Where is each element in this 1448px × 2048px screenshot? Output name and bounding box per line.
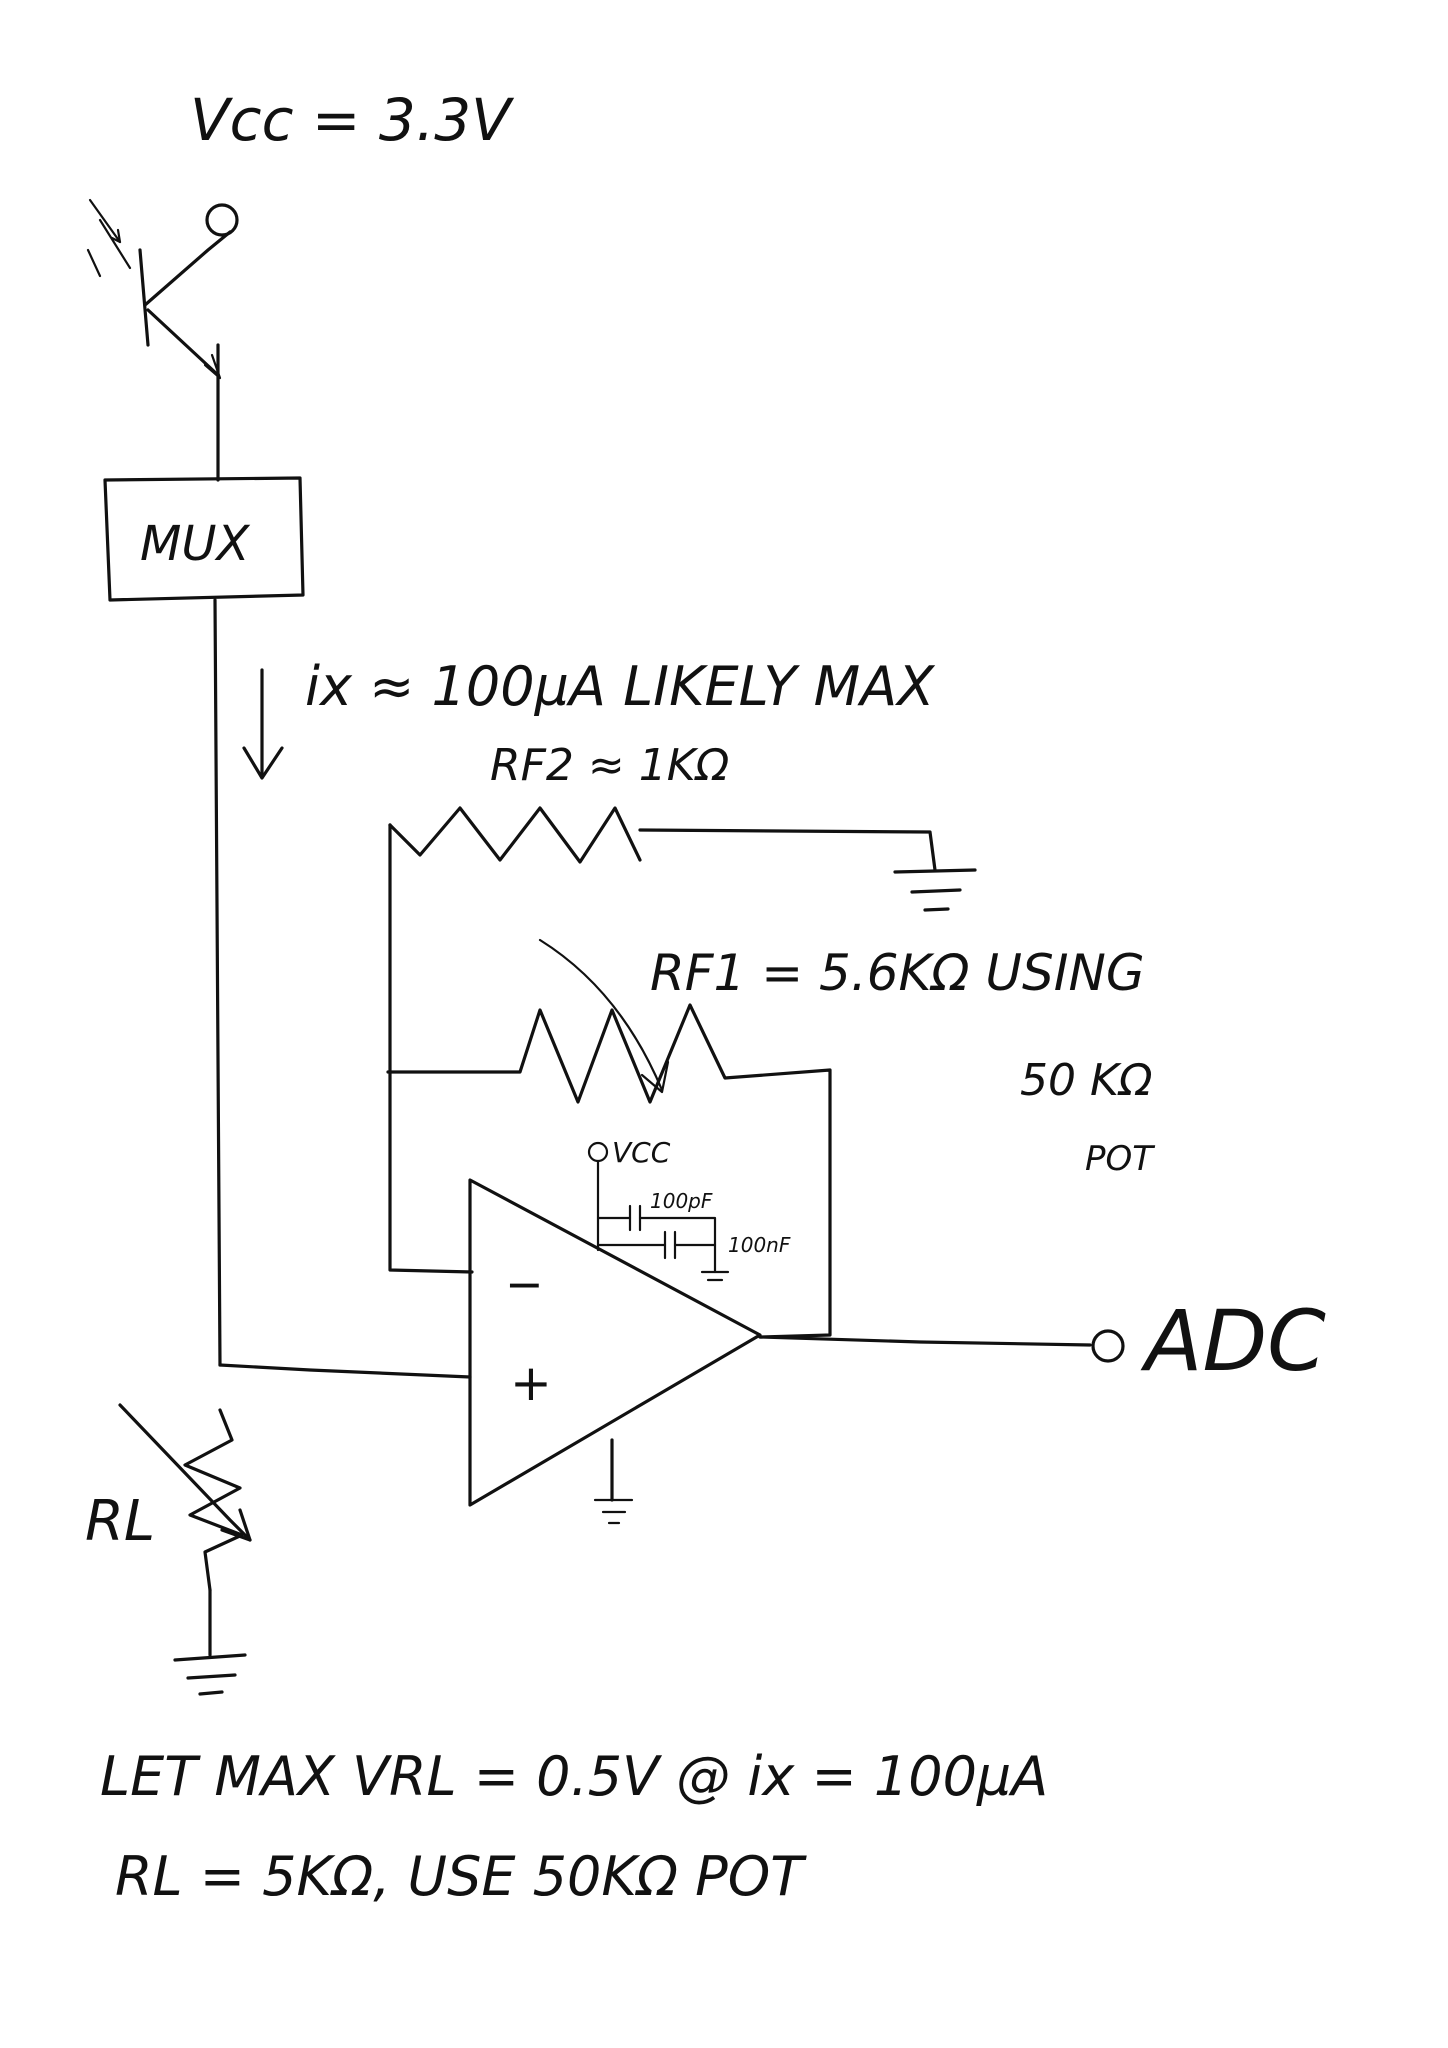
signal-wire-left [213, 598, 222, 1367]
current-label: ix ≈ 100µA LIKELY MAX [305, 655, 935, 718]
mux-block: MUX [103, 476, 305, 602]
opamp-supply-label: VCC [612, 1136, 671, 1169]
adc-terminal [1091, 1329, 1125, 1363]
mux-label: MUX [140, 516, 251, 572]
phototransistor [86, 198, 239, 482]
op-amp: − + [468, 1178, 762, 1525]
note-line1: LET MAX VRL = 0.5V @ ix = 100µA [100, 1745, 1048, 1808]
rf1-label: RF1 = 5.6KΩ USING [650, 944, 1145, 1002]
cap1-label: 100pF [650, 1189, 713, 1213]
rf1-note-line3: POT [1085, 1139, 1155, 1179]
rf1-resistor [386, 938, 832, 1339]
ground-symbol-rl [173, 1653, 247, 1696]
rf2-resistor [388, 806, 937, 1274]
adc-label: ADC [1140, 1292, 1326, 1390]
rf1-note-line2: 50 KΩ [1020, 1055, 1153, 1106]
opamp-noninverting-sign: + [510, 1354, 552, 1412]
rl-potentiometer: RL [85, 1403, 252, 1657]
note-line2: RL = 5KΩ, USE 50KΩ POT [115, 1845, 807, 1908]
rf2-label: RF2 ≈ 1KΩ [490, 740, 730, 791]
ground-symbol-rf2 [893, 868, 977, 912]
rl-label: RL [85, 1489, 155, 1554]
output-wire [758, 1335, 1092, 1347]
supply-label: Vcc = 3.3V [190, 86, 515, 154]
noninverting-input-wire [218, 1363, 472, 1379]
cap2-label: 100nF [728, 1233, 791, 1257]
opamp-inverting-sign: − [505, 1257, 544, 1311]
opamp-supply: VCC 100pF 100nF [587, 1136, 791, 1282]
current-arrow [242, 668, 284, 780]
